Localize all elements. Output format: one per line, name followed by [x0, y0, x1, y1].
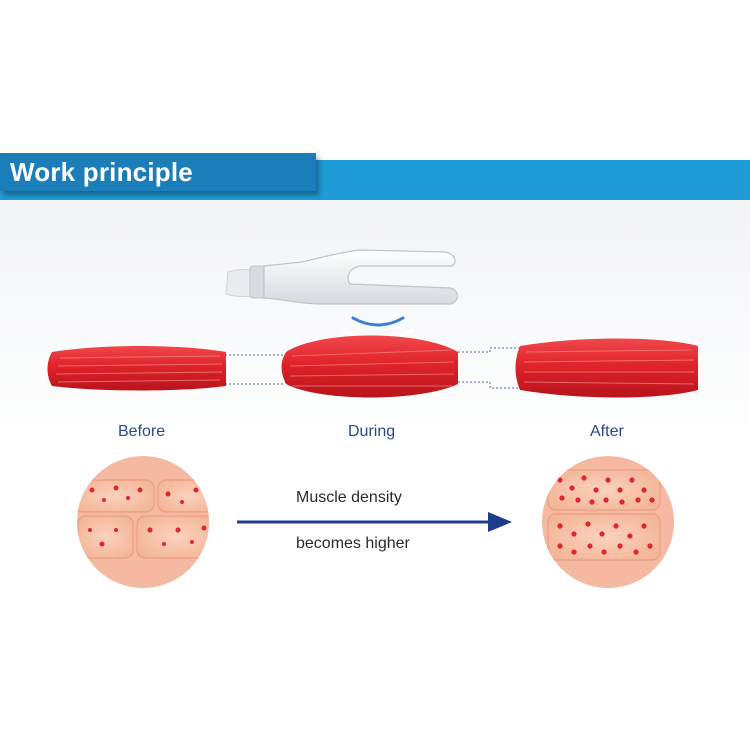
dashed-connectors: [225, 347, 520, 389]
arrow-caption-line1: Muscle density: [296, 489, 402, 506]
stage-during-label: During: [348, 423, 396, 440]
title-box: Work principle: [0, 153, 316, 191]
muscle-before: [47, 346, 226, 391]
stage-before-label: Before: [118, 423, 166, 440]
handpiece-device-icon: [225, 249, 459, 305]
density-arrow: [237, 512, 512, 532]
muscle-after: [515, 338, 698, 398]
tissue-after-circle: [542, 456, 674, 588]
stage-after-label: After: [590, 423, 624, 440]
muscle-during: [281, 335, 458, 398]
arrow-caption-line2: becomes higher: [296, 535, 410, 552]
page-title: Work principle: [10, 157, 193, 187]
tissue-before-circle: [77, 456, 209, 588]
